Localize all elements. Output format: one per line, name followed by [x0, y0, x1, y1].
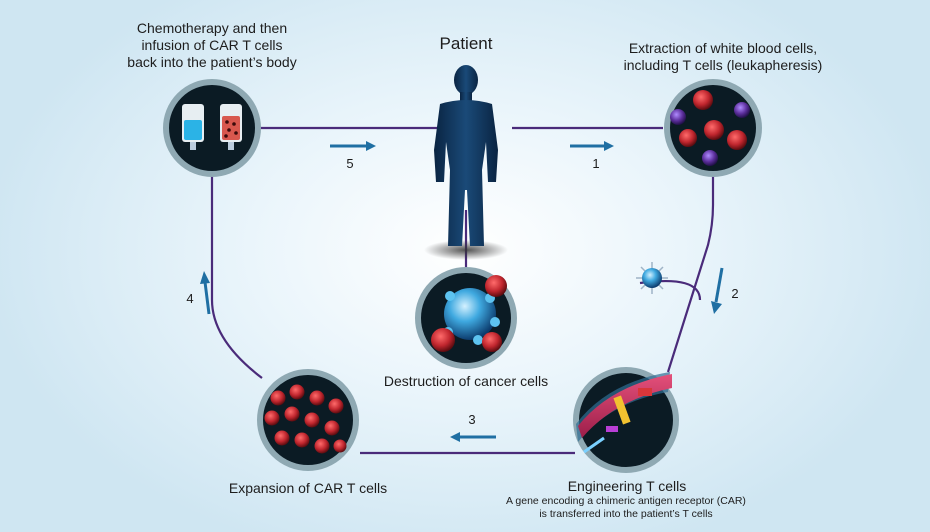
step-3-detail: A gene encoding a chimeric antigen recep…	[481, 495, 771, 521]
caption-line: including T cells (leukapheresis)	[623, 57, 823, 73]
viral-vector	[636, 262, 668, 294]
floor-shadow	[424, 240, 508, 260]
car-t-cell	[431, 328, 455, 352]
tcell	[702, 150, 718, 166]
blood-cell	[727, 130, 747, 150]
detail-line: A gene encoding a chimeric antigen recep…	[506, 495, 746, 507]
line-expansion-to-infusion	[210, 176, 263, 379]
car-t-cell	[485, 275, 507, 297]
step-5-number: 5	[346, 156, 354, 171]
circle-extraction	[664, 79, 762, 177]
patient-figure	[424, 65, 508, 260]
car-t-bag	[220, 104, 242, 150]
process-loop	[210, 126, 715, 455]
step-arrows	[200, 141, 724, 442]
step-5-caption: Chemotherapy and then infusion of CAR T …	[112, 20, 312, 71]
line-extraction-to-engineering	[666, 176, 715, 373]
circle-expansion	[257, 369, 359, 471]
arrow-step-5	[330, 141, 376, 151]
body-silhouette	[434, 65, 498, 246]
caption-line: Chemotherapy and then	[136, 20, 288, 36]
step-3-number: 3	[468, 412, 476, 427]
blood-cell	[693, 90, 713, 110]
caption-line: Extraction of white blood cells,	[628, 40, 818, 56]
step-3-caption: Engineering T cells	[567, 478, 687, 494]
patient-label: Patient	[439, 34, 493, 53]
blood-cell	[679, 129, 697, 147]
arrow-step-2	[711, 267, 724, 314]
tcell	[734, 102, 750, 118]
arrow-step-4	[200, 271, 211, 315]
car-receptor	[613, 395, 631, 425]
circle-engineering	[573, 367, 679, 473]
arrow-step-3	[450, 432, 496, 442]
tcell	[670, 109, 686, 125]
blood-cell	[704, 120, 724, 140]
cancer-cell	[444, 288, 496, 340]
step-4-caption: Expansion of CAR T cells	[228, 480, 388, 496]
destruction-caption: Destruction of cancer cells	[383, 373, 549, 389]
detail-line: is transferred into the patient’s T cell…	[539, 508, 713, 520]
circle-destruction	[415, 267, 517, 369]
step-2-number: 2	[731, 286, 739, 301]
chemo-bag	[182, 104, 204, 150]
car-t-cell	[482, 332, 502, 352]
step-1-number: 1	[592, 156, 600, 171]
circle-infusion	[163, 79, 261, 177]
step-4-number: 4	[186, 291, 194, 306]
caption-line: infusion of CAR T cells	[141, 37, 283, 53]
caption-line: back into the patient’s body	[127, 54, 297, 70]
arrow-step-1	[570, 141, 614, 151]
step-1-caption: Extraction of white blood cells, includi…	[608, 40, 838, 74]
